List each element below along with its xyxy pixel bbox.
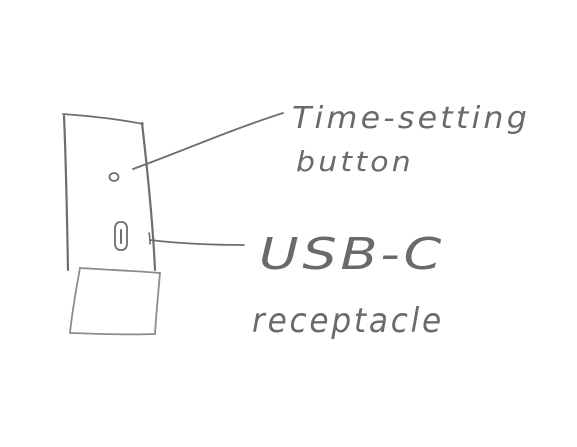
device-body <box>62 113 157 272</box>
usb-leader-line <box>148 232 245 246</box>
usb-label-line1: USB-C <box>259 229 445 280</box>
button-leader-line <box>132 112 284 170</box>
device-base <box>69 267 161 336</box>
button-label-line1: Time-setting <box>292 101 530 136</box>
usb-c-receptacle-sketch <box>114 221 128 251</box>
button-label-line2: button <box>296 145 414 178</box>
time-setting-button-sketch <box>108 172 120 182</box>
usb-label-line2: receptacle <box>252 301 444 341</box>
